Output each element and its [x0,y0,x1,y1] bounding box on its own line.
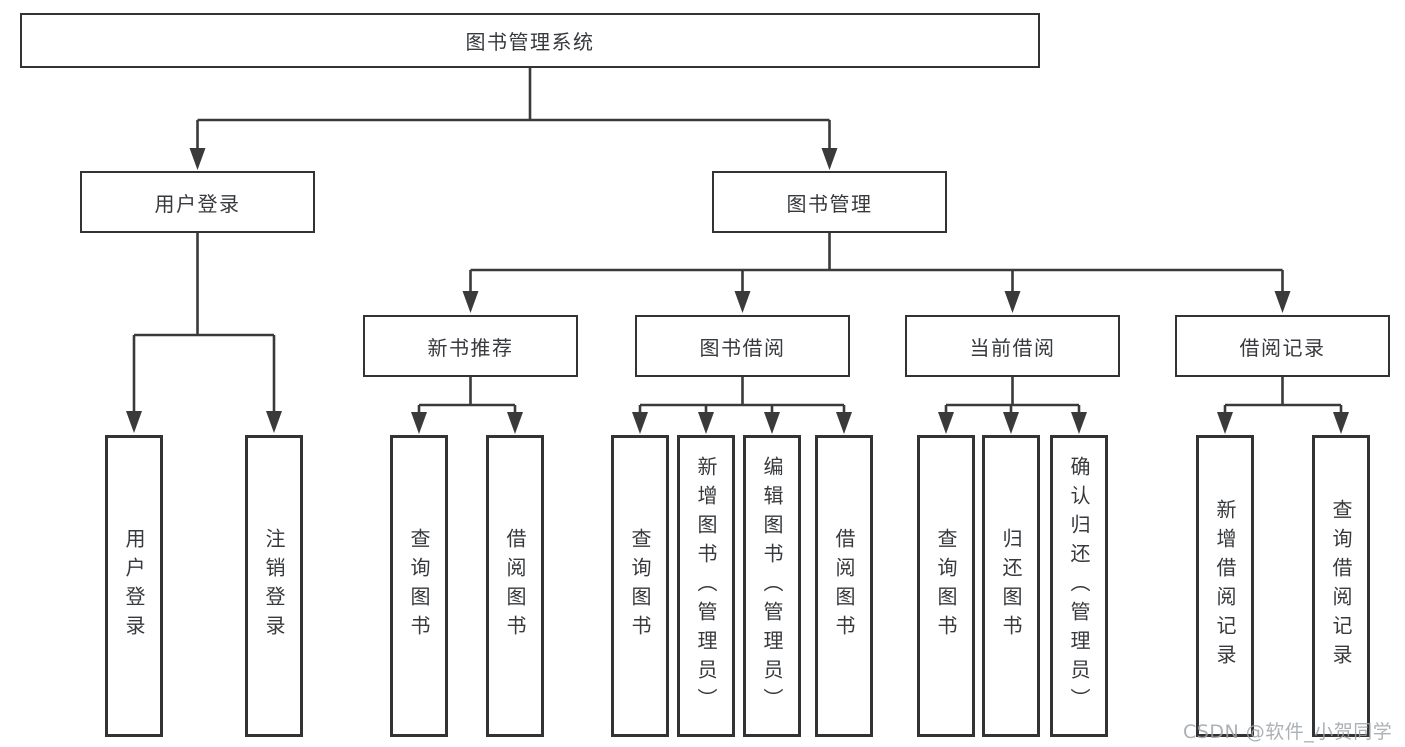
node-borrow-records-label: 借阅记录 [1239,335,1326,360]
edges-new-book-recommend [411,377,523,434]
leaf-cb-query-books: 查询图书 [917,435,975,737]
node-new-book-recommend-label: 新书推荐 [427,335,514,360]
edges-borrow-records [1217,377,1349,434]
leaf-bb-edit-books-admin: 编辑图书（管理员） [743,435,801,737]
leaf-bb-query-books-label: 查询图书 [628,528,652,644]
edges-root [189,68,838,170]
leaf-nb-query-books-label: 查询图书 [407,528,431,644]
leaf-bb-add-books-admin: 新增图书（管理员） [677,435,735,737]
node-current-borrow-label: 当前借阅 [969,335,1056,360]
edges-book-borrow [632,377,852,434]
edges-book-management [462,233,1291,313]
edges-user-login [126,233,282,433]
leaf-br-add-record: 新增借阅记录 [1196,435,1254,737]
leaf-br-query-record-label: 查询借阅记录 [1329,499,1353,673]
leaf-user-login: 用户登录 [105,435,163,737]
leaf-logout-label: 注销登录 [262,528,286,644]
node-root-system-label: 图书管理系统 [465,30,595,54]
edges-current-borrow [938,377,1087,434]
leaf-user-login-label: 用户登录 [122,528,146,644]
node-book-management: 图书管理 [712,171,947,233]
leaf-cb-query-books-label: 查询图书 [934,528,958,644]
leaf-cb-confirm-return-admin-label: 确认归还（管理员） [1067,455,1091,717]
node-new-book-recommend: 新书推荐 [363,315,578,377]
leaf-bb-query-books: 查询图书 [611,435,669,737]
leaf-cb-return-books: 归还图书 [982,435,1040,737]
leaf-cb-return-books-label: 归还图书 [999,528,1023,644]
leaf-br-query-record: 查询借阅记录 [1312,435,1370,737]
csdn-watermark: CSDN @软件_小贺同学 [1183,721,1393,743]
leaf-cb-confirm-return-admin: 确认归还（管理员） [1050,435,1108,737]
leaf-bb-edit-books-admin-label: 编辑图书（管理员） [760,455,784,717]
leaf-nb-query-books: 查询图书 [390,435,448,737]
node-book-borrow-label: 图书借阅 [699,335,786,360]
leaf-nb-borrow-books-label: 借阅图书 [503,528,527,644]
leaf-bb-add-books-admin-label: 新增图书（管理员） [694,455,718,717]
node-borrow-records: 借阅记录 [1175,315,1390,377]
leaf-bb-borrow-books-label: 借阅图书 [832,528,856,644]
node-current-borrow: 当前借阅 [905,315,1120,377]
leaf-logout: 注销登录 [245,435,303,737]
leaf-nb-borrow-books: 借阅图书 [486,435,544,737]
node-book-management-label: 图书管理 [786,191,873,216]
node-root-system: 图书管理系统 [20,13,1040,68]
leaf-br-add-record-label: 新增借阅记录 [1213,499,1237,673]
node-user-login: 用户登录 [80,171,315,233]
node-user-login-label: 用户登录 [154,191,241,216]
node-book-borrow: 图书借阅 [635,315,850,377]
leaf-bb-borrow-books: 借阅图书 [815,435,873,737]
